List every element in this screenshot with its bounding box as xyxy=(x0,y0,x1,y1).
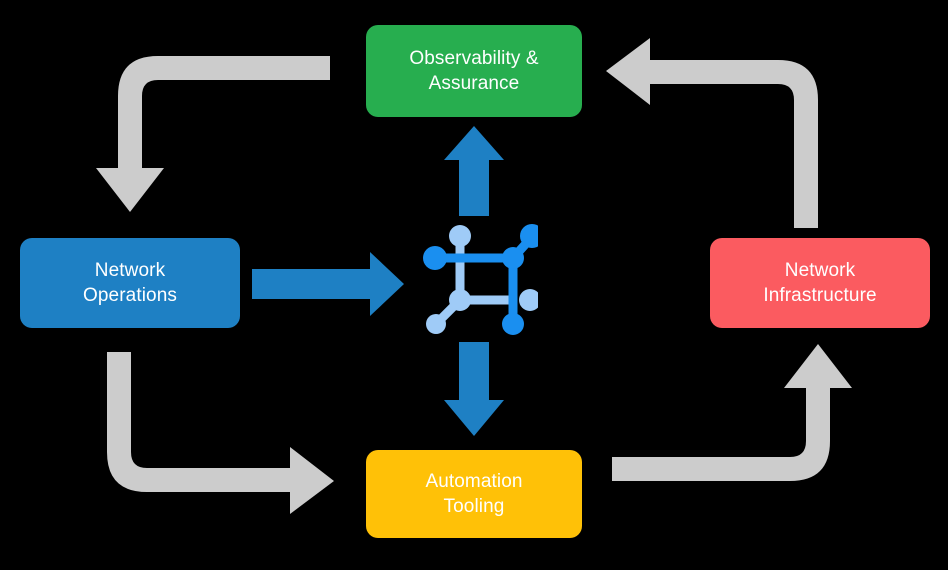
infrastructure-to-observability-arrow xyxy=(606,38,818,228)
observability-to-operations-arrow xyxy=(96,56,330,212)
network-nodes-primary xyxy=(423,224,538,335)
operations-to-center-arrow xyxy=(252,252,404,316)
automation-to-infrastructure-arrow xyxy=(612,344,852,481)
network-topology-icon xyxy=(423,224,538,335)
node-box-infrastructure[interactable]: Network Infrastructure xyxy=(710,238,930,328)
node-box-observability[interactable]: Observability & Assurance xyxy=(366,25,582,117)
network-nodes-secondary xyxy=(426,225,538,334)
operations-to-automation-arrow xyxy=(107,352,334,514)
node-box-operations[interactable]: Network Operations xyxy=(20,238,240,328)
center-down-arrow xyxy=(444,342,504,436)
center-up-arrow xyxy=(444,126,504,216)
network-links-secondary xyxy=(431,233,518,329)
node-box-automation[interactable]: Automation Tooling xyxy=(366,450,582,538)
